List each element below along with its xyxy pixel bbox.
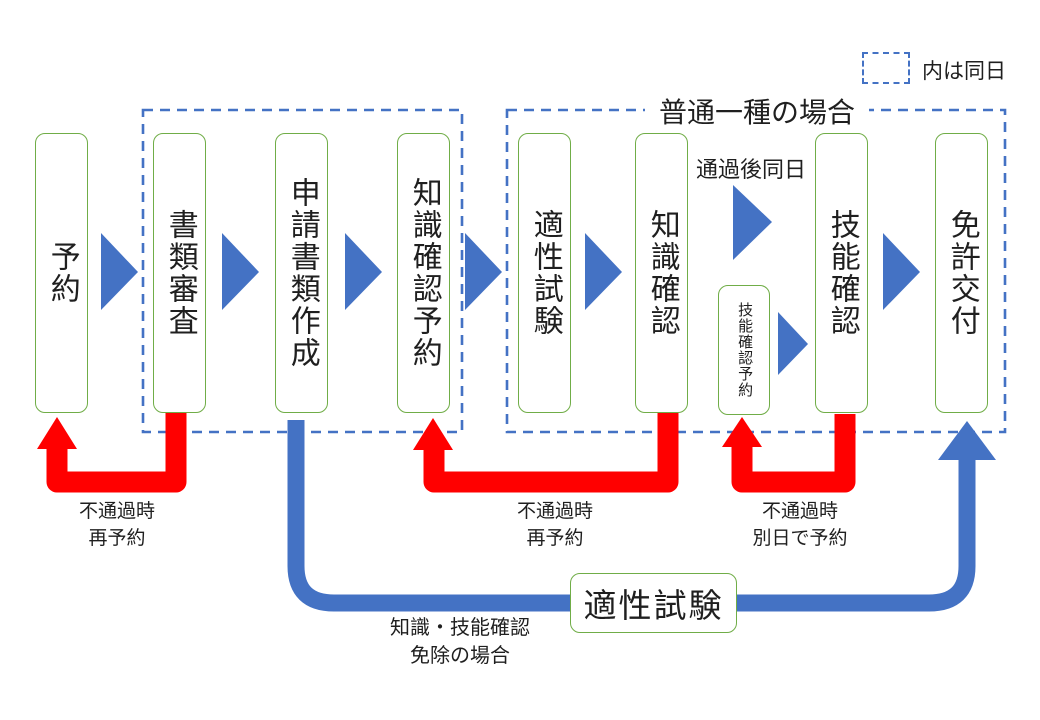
step-document-review: 書類審査: [153, 133, 206, 413]
legend-same-day-swatch: [862, 52, 910, 84]
flow-arrow-5-icon: [585, 233, 622, 310]
note-bypass-line2: 免除の場合: [410, 644, 510, 667]
step-knowledge-check-reservation: 知識確認予約: [397, 133, 450, 413]
note-pass-same-day: 通過後同日: [696, 157, 807, 182]
step-label: 知識確認: [645, 209, 679, 337]
note-retry-1: 不通過時 再予約: [79, 499, 155, 553]
step-label: 予約: [45, 241, 79, 305]
retry-arrow-2-head-icon: [413, 418, 453, 450]
same-day-group-2-outline: [505, 108, 1007, 434]
bypass-aptitude-test-box: 適性試験: [570, 573, 737, 633]
flow-arrow-3-icon: [345, 233, 382, 310]
note-retry-3-line2: 別日で予約: [752, 527, 848, 549]
step-knowledge-check: 知識確認: [635, 133, 688, 413]
note-retry-3-line1: 不通過時: [761, 501, 839, 522]
retry-arrow-2: [423, 413, 679, 493]
step-label: 適性試験: [528, 209, 562, 337]
step-label: 知識確認予約: [407, 177, 441, 369]
step-label: 技能確認予約: [736, 302, 754, 398]
note-retry-2: 不通過時 再予約: [517, 499, 593, 553]
note-retry-2-line1: 不通過時: [516, 501, 594, 522]
retry-arrow-1: [46, 413, 187, 493]
bypass-box-label: 適性試験: [583, 587, 724, 624]
flow-arrow-skill-reservation-icon: [778, 312, 808, 375]
bypass-arrowhead-icon: [938, 421, 996, 460]
note-bypass-line1: 知識・技能確認: [390, 617, 530, 639]
note-bypass-exemption: 知識・技能確認 免除の場合: [390, 615, 530, 670]
note-retry-1-line2: 再予約: [88, 527, 146, 549]
retry-arrow-1-head-icon: [37, 417, 77, 449]
step-aptitude-test: 適性試験: [518, 133, 571, 413]
step-label: 書類審査: [163, 209, 197, 337]
step-label: 申請書類作成: [285, 177, 319, 369]
flow-arrow-4-icon: [465, 233, 502, 310]
step-label: 技能確認: [825, 209, 859, 337]
flow-arrow-2-icon: [222, 233, 259, 310]
step-skill-check-reservation: 技能確認予約: [718, 285, 770, 415]
step-skill-check: 技能確認: [815, 133, 868, 413]
step-reservation: 予約: [35, 133, 88, 413]
step-license-issuance: 免許交付: [935, 133, 988, 413]
flow-arrow-8-icon: [883, 233, 920, 310]
flow-arrow-1-icon: [101, 233, 138, 310]
group-title-normal-class1: 普通一種の場合: [644, 91, 870, 131]
legend-same-day-label: 内は同日: [922, 60, 1006, 83]
step-application-documents: 申請書類作成: [275, 133, 328, 413]
retry-arrow-3-head-icon: [722, 417, 762, 447]
note-retry-1-line1: 不通過時: [78, 501, 156, 522]
note-retry-2-line2: 再予約: [526, 527, 584, 549]
step-label: 免許交付: [945, 209, 979, 337]
flow-arrow-pass-same-day-icon: [733, 185, 772, 260]
retry-arrow-3: [731, 414, 856, 493]
note-retry-3: 不通過時 別日で予約: [752, 499, 847, 553]
